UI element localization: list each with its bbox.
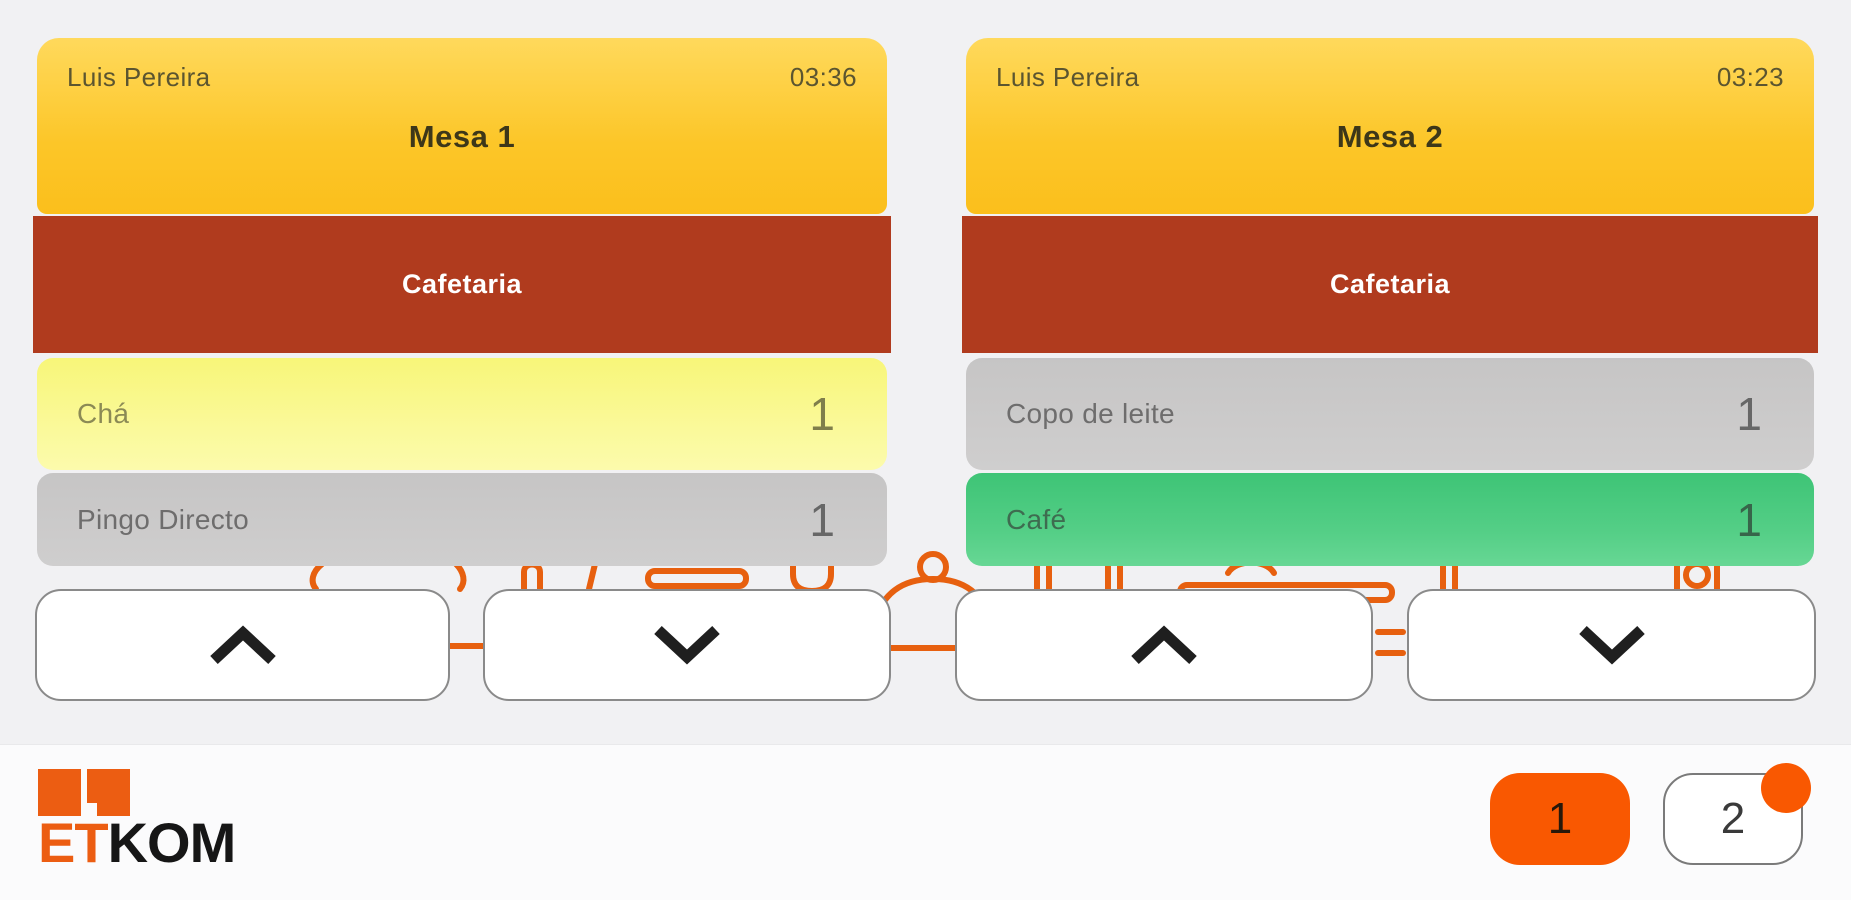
category-bar: Cafetaria	[33, 216, 891, 353]
scroll-down-button-card-1[interactable]	[483, 589, 891, 701]
order-timer: 03:23	[1716, 62, 1784, 92]
scroll-up-button-card-1[interactable]	[35, 589, 450, 701]
chevron-down-icon	[1578, 625, 1645, 665]
table-name: Mesa 1	[408, 119, 516, 154]
etkom-logo-text: ETKOM	[38, 811, 236, 874]
page-number: 2	[1720, 794, 1746, 843]
item-name: Café	[1006, 503, 1067, 535]
page-button-2[interactable]: 2	[1663, 763, 1811, 865]
scroll-up-button-card-2[interactable]	[955, 589, 1373, 701]
scroll-down-button-card-2[interactable]	[1407, 589, 1816, 701]
item-name: Copo de leite	[1006, 398, 1175, 429]
item-name: Chá	[77, 398, 130, 429]
chevron-up-icon	[209, 625, 276, 665]
order-item[interactable]: Pingo Directo 1	[37, 473, 887, 566]
order-header[interactable]: Luis Pereira 03:23 Mesa 2	[966, 38, 1814, 214]
order-card-mesa-1: Luis Pereira 03:36 Mesa 1 Cafetaria Chá …	[33, 38, 891, 566]
server-name: Luis Pereira	[996, 62, 1140, 92]
item-quantity: 1	[1736, 493, 1762, 546]
chevron-down-icon	[654, 625, 720, 665]
etkom-logo-squares-icon	[38, 769, 235, 816]
etkom-logo: ETKOM	[38, 769, 236, 874]
order-header[interactable]: Luis Pereira 03:36 Mesa 1	[37, 38, 887, 214]
footer-bar: ETKOM	[0, 744, 1851, 900]
server-name: Luis Pereira	[67, 62, 211, 92]
item-name: Pingo Directo	[77, 503, 249, 535]
order-item[interactable]: Copo de leite 1	[966, 358, 1814, 470]
order-timer: 03:36	[789, 62, 857, 92]
order-item[interactable]: Chá 1	[37, 358, 887, 470]
item-quantity: 1	[809, 493, 835, 546]
page-number: 1	[1547, 794, 1573, 843]
page-button-1[interactable]: 1	[1490, 773, 1630, 865]
order-item[interactable]: Café 1	[966, 473, 1814, 566]
order-items-list: Chá 1 Pingo Directo 1	[33, 358, 891, 566]
table-name: Mesa 2	[1336, 119, 1444, 154]
notification-badge	[1761, 763, 1811, 813]
chevron-up-icon	[1131, 625, 1197, 665]
item-quantity: 1	[1736, 388, 1762, 440]
item-quantity: 1	[809, 388, 835, 440]
order-card-mesa-2: Luis Pereira 03:23 Mesa 2 Cafetaria Copo…	[962, 38, 1818, 566]
order-items-list: Copo de leite 1 Café 1	[962, 358, 1818, 566]
category-bar: Cafetaria	[962, 216, 1818, 353]
